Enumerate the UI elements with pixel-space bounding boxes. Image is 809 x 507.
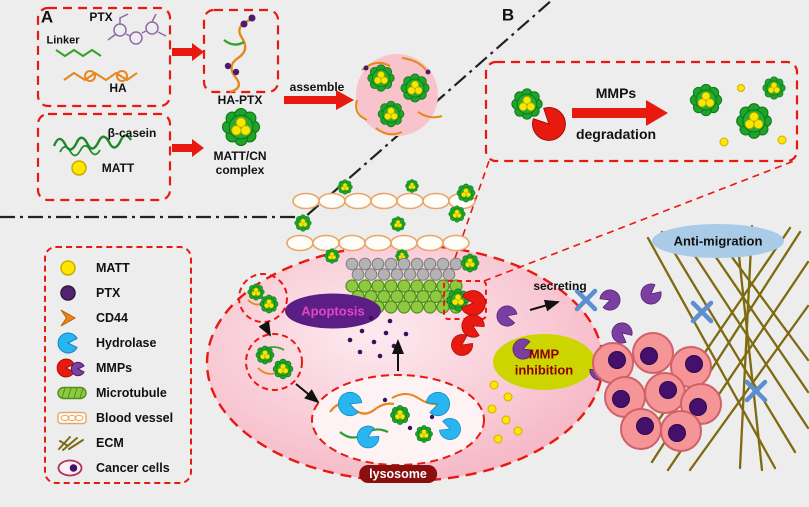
mmps-icon <box>56 358 85 377</box>
legend-item-blood-vessel: Blood vessel <box>55 405 190 430</box>
ha-ptx-label: HA-PTX <box>217 93 263 107</box>
legend-label: CD44 <box>96 310 128 325</box>
legend-label: ECM <box>96 435 124 450</box>
linker-structure <box>55 48 102 58</box>
panel-b-content <box>511 76 787 148</box>
legend-label: Blood vessel <box>96 410 174 425</box>
mmp-inhibition-label-line1: MMP <box>528 346 560 362</box>
matt-icon <box>60 259 76 276</box>
legend-item-mmps: MMPs <box>55 355 190 380</box>
legend-box: MATT PTX CD44 Hydrolase MMPs Microtubule <box>44 246 192 484</box>
ptx-structure <box>107 13 167 45</box>
assemble-label: assemble <box>289 80 345 94</box>
hydrolase-icon <box>57 332 78 353</box>
matt-cn-complex <box>221 107 261 147</box>
ptx-release-dots <box>347 315 409 359</box>
legend-label: Hydrolase <box>96 335 157 350</box>
degradation-label: degradation <box>575 126 657 142</box>
cancer-cell-cluster <box>592 332 722 452</box>
zoom-connector-lines <box>446 160 795 282</box>
legend-label: MATT <box>96 260 130 275</box>
endosome-vesicles <box>238 273 303 391</box>
matt-label: MATT <box>101 161 135 175</box>
legend-item-matt: MATT <box>55 255 190 280</box>
panel-b-box <box>484 60 799 163</box>
cancer-cells-icon <box>57 459 83 476</box>
ecm-icon <box>58 435 84 451</box>
linker-label: Linker <box>46 34 80 47</box>
panel-a-arrows <box>172 43 354 157</box>
legend-item-microtubule: Microtubule <box>55 380 190 405</box>
mmp-degradation-site <box>443 280 488 361</box>
mmp-inhibition-label-line2: inhibition <box>514 362 574 378</box>
assembled-nanoparticle <box>355 54 443 136</box>
lysosome <box>311 374 485 466</box>
panel-a-boxes <box>36 6 280 202</box>
legend-label: MMPs <box>96 360 133 375</box>
legend-item-ptx: PTX <box>55 280 190 305</box>
cd44-icon <box>60 309 77 326</box>
microtubule-icon <box>57 386 87 399</box>
anti-migration-bubble <box>652 224 784 258</box>
beta-casein-label: β-casein <box>107 126 157 140</box>
panel-b-label: B <box>501 5 515 25</box>
beta-casein-structure <box>52 134 133 157</box>
ha-ptx-conjugate <box>223 14 256 94</box>
released-matt-dots <box>487 380 523 444</box>
legend-label: Cancer cells <box>96 460 170 475</box>
cytoplasm-nanoparticle <box>460 253 480 273</box>
legend-item-ecm: ECM <box>55 430 190 455</box>
blood-vessel <box>286 192 476 252</box>
apoptosis-label: Apoptosis <box>301 303 365 319</box>
secreting-label: secreting <box>533 279 587 293</box>
legend-item-cancer-cells: Cancer cells <box>55 455 190 480</box>
blood-vessel-icon <box>57 411 87 424</box>
matt-molecule <box>71 160 87 176</box>
matt-cn-label-line2: complex <box>215 163 265 177</box>
lysosome-label: lysosome <box>359 465 437 483</box>
ecm-fibers <box>643 224 809 472</box>
apoptosis-bubble <box>285 293 381 329</box>
mmps-label: MMPs <box>595 85 637 101</box>
legend-item-hydrolase: Hydrolase <box>55 330 190 355</box>
legend-label: PTX <box>96 285 121 300</box>
panel-a-label: A <box>40 7 54 27</box>
ha-structure <box>63 70 138 82</box>
anti-migration-label: Anti-migration <box>673 233 763 249</box>
legend-label: Microtubule <box>96 385 167 400</box>
blocked-x-marks <box>574 288 768 403</box>
ptx-icon <box>60 284 76 301</box>
matt-cn-label-line1: MATT/CN <box>213 149 267 163</box>
ha-label: HA <box>109 81 127 95</box>
ptx-label: PTX <box>89 10 113 24</box>
pathway-arrows <box>258 299 560 404</box>
legend-item-cd44: CD44 <box>55 305 190 330</box>
panel-divider-line <box>0 0 553 219</box>
